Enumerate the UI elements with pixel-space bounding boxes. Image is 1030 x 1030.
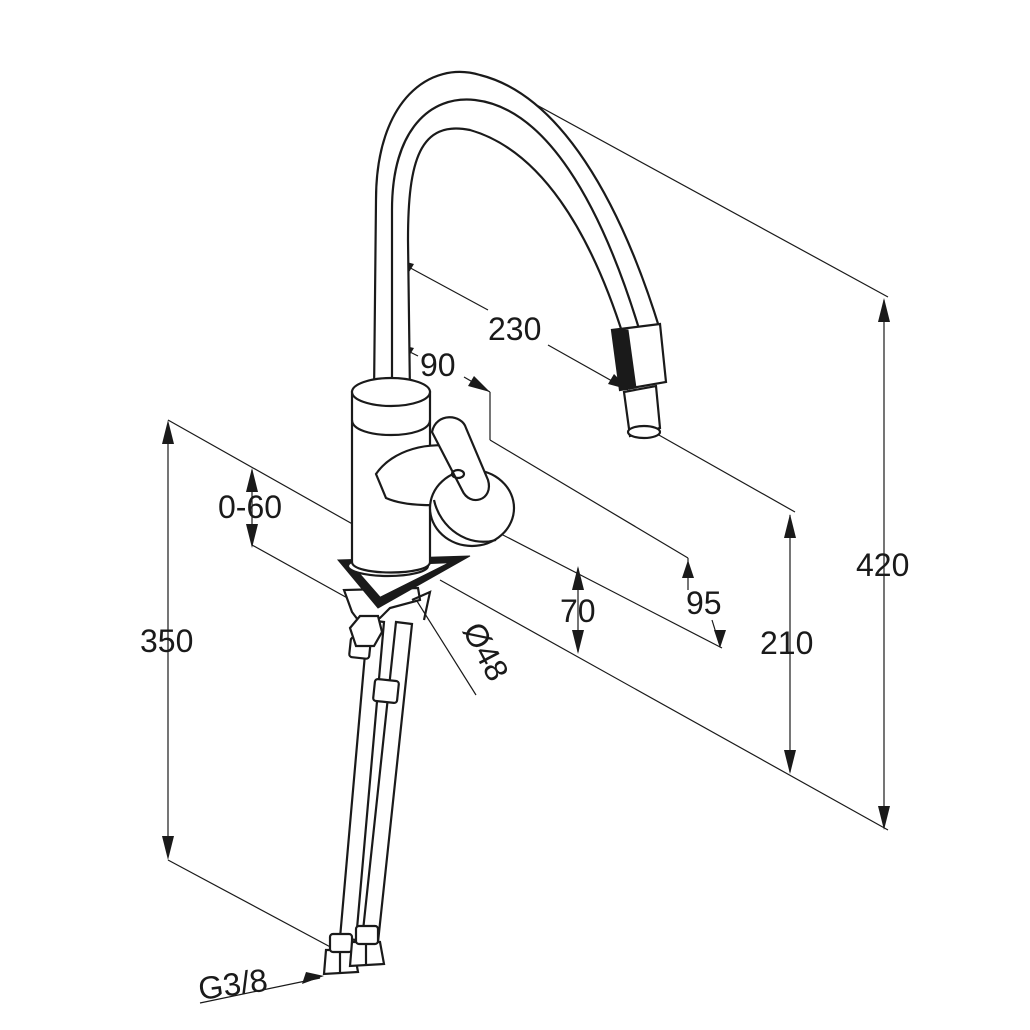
spout-nozzle [610, 322, 668, 440]
spout [372, 70, 668, 440]
dim-90: 90 [420, 347, 456, 383]
dimension-arrows [162, 258, 890, 984]
dim-95: 95 [686, 585, 722, 621]
dim-230: 230 [488, 311, 541, 347]
dimension-labels: 230 90 0-60 350 70 95 210 420 Ø48 G3/8 [140, 311, 909, 1007]
dimension-lines [167, 84, 889, 1004]
dim-420: 420 [856, 547, 909, 583]
dim-210: 210 [760, 625, 813, 661]
hose-nut-right [348, 924, 386, 968]
lever-handle [428, 416, 516, 548]
dim-350: 350 [140, 623, 193, 659]
dim-thread-g3-8: G3/8 [196, 962, 270, 1007]
dim-0-60: 0-60 [218, 489, 282, 525]
supply-hoses [322, 618, 414, 976]
dim-70: 70 [560, 593, 596, 629]
hose-nut-left [322, 932, 360, 976]
